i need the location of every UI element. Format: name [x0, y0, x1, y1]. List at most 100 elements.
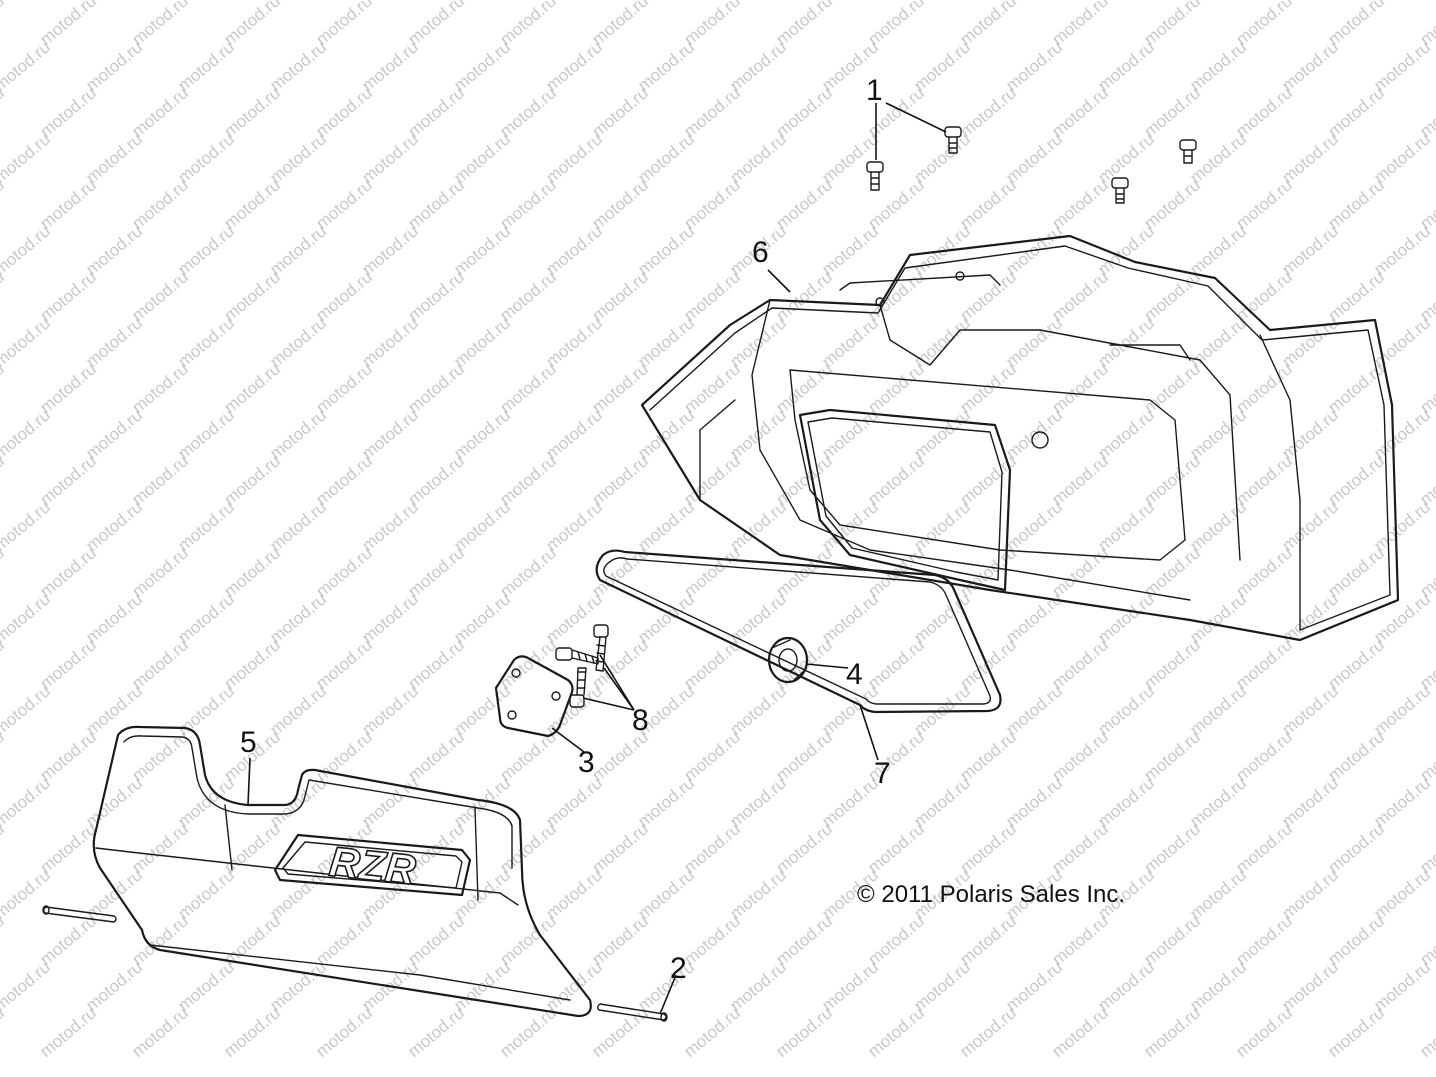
screws-8 [555, 624, 609, 708]
watermark-text: motod.ru [1278, 221, 1342, 279]
watermark-text: motod.ru [1232, 911, 1296, 969]
watermark-text: motod.ru [864, 635, 928, 693]
watermark-text: motod.ru [174, 221, 238, 279]
watermark-text: motod.ru [266, 681, 330, 739]
watermark-text: motod.ru [450, 221, 514, 279]
watermark-text: motod.ru [772, 819, 836, 877]
watermark-text: motod.ru [1324, 267, 1388, 325]
watermark-text: motod.ru [1324, 911, 1388, 969]
watermark-text: motod.ru [82, 405, 146, 463]
watermark-text: motod.ru [634, 865, 698, 923]
watermark-text: motod.ru [82, 957, 146, 1015]
watermark-text: motod.ru [1278, 957, 1342, 1015]
watermark-text: motod.ru [174, 497, 238, 555]
watermark-text: motod.ru [82, 129, 146, 187]
watermark-text: motod.ru [128, 451, 192, 509]
watermark-text: motod.ru [772, 359, 836, 417]
watermark-text: motod.ru [0, 313, 54, 371]
watermark-text: motod.ru [1278, 865, 1342, 923]
callout-5: 5 [240, 726, 257, 759]
watermark-text: motod.ru [1370, 221, 1434, 279]
watermark-text: motod.ru [128, 543, 192, 601]
watermark-text: motod.ru [726, 865, 790, 923]
watermark-text: motod.ru [726, 773, 790, 831]
watermark-text: motod.ru [450, 129, 514, 187]
screw-8a [555, 647, 599, 665]
watermark-text: motod.ru [542, 681, 606, 739]
watermark-text: motod.ru [220, 267, 284, 325]
watermark-text: motod.ru [358, 129, 422, 187]
watermark-text: motod.ru [1140, 0, 1204, 49]
watermark-text: motod.ru [1370, 681, 1434, 739]
pin-2-right [597, 1003, 668, 1022]
screw-8c [569, 667, 587, 708]
watermark-text: motod.ru [1324, 635, 1388, 693]
watermark-text: motod.ru [634, 957, 698, 1015]
watermark-text: motod.ru [542, 589, 606, 647]
watermark-text: motod.ru [174, 681, 238, 739]
watermark-text: motod.ru [680, 543, 744, 601]
watermark-text: motod.ru [1048, 911, 1112, 969]
watermark-text: motod.ru [358, 405, 422, 463]
watermark-text: motod.ru [0, 681, 54, 739]
watermark-text: motod.ru [1002, 957, 1066, 1015]
watermark-text: motod.ru [36, 635, 100, 693]
watermark-text: motod.ru [1186, 405, 1250, 463]
watermark-text: motod.ru [1140, 451, 1204, 509]
rzr-emblem: RZR [273, 833, 472, 897]
watermark-text: motod.ru [1094, 589, 1158, 647]
watermark-text: motod.ru [680, 83, 744, 141]
watermark-text: motod.ru [680, 911, 744, 969]
watermark-text: motod.ru [404, 911, 468, 969]
watermark-text: motod.ru [496, 819, 560, 877]
watermark-text: motod.ru [1140, 359, 1204, 417]
watermark-text: motod.ru [0, 405, 54, 463]
watermark-text: motod.ru [910, 405, 974, 463]
watermark-text: motod.ru [174, 589, 238, 647]
watermark-text: motod.ru [680, 727, 744, 785]
watermark-text: motod.ru [312, 0, 376, 49]
watermark-text: motod.ru [450, 589, 514, 647]
watermark-text: motod.ru [1048, 83, 1112, 141]
watermark-text: motod.ru [864, 911, 928, 969]
watermark-text: motod.ru [0, 129, 54, 187]
watermark-text: motod.ru [1278, 773, 1342, 831]
watermark-text: motod.ru [542, 957, 606, 1015]
watermark-text: motod.ru [266, 37, 330, 95]
watermark-text: motod.ru [496, 543, 560, 601]
watermark-text: motod.ru [1048, 359, 1112, 417]
watermark-text: motod.ru [1370, 589, 1434, 647]
watermark-text: motod.ru [36, 175, 100, 233]
watermark-text: motod.ru [1186, 589, 1250, 647]
watermark-text: motod.ru [358, 497, 422, 555]
watermark-text: motod.ru [1370, 129, 1434, 187]
watermark-text: motod.ru [864, 451, 928, 509]
watermark-text: motod.ru [1002, 313, 1066, 371]
watermark-text: motod.ru [680, 1003, 744, 1061]
watermark-text: motod.ru [818, 773, 882, 831]
watermark-text: motod.ru [312, 175, 376, 233]
watermark-text: motod.ru [588, 175, 652, 233]
watermark-text: motod.ru [680, 359, 744, 417]
watermark-text: motod.ru [0, 589, 54, 647]
watermark-text: motod.ru [542, 221, 606, 279]
watermark-text: motod.ru [542, 405, 606, 463]
watermark-text: motod.ru [496, 267, 560, 325]
watermark-text: motod.ru [128, 1003, 192, 1061]
watermark-text: motod.ru [358, 313, 422, 371]
watermark-text: motod.ru [542, 865, 606, 923]
watermark-text: motod.ru [82, 773, 146, 831]
watermark-text: motod.ru [956, 635, 1020, 693]
watermark-text: motod.ru [1094, 37, 1158, 95]
watermark-text: motod.ru [266, 497, 330, 555]
watermark-text: motod.ru [1232, 819, 1296, 877]
watermark-text: motod.ru [1324, 727, 1388, 785]
watermark-text: motod.ru [174, 957, 238, 1015]
watermark-text: motod.ru [1186, 497, 1250, 555]
watermark-text: motod.ru [220, 175, 284, 233]
watermark-text: motod.ru [910, 313, 974, 371]
watermark-text: motod.ru [634, 129, 698, 187]
watermark-text: motod.ru [128, 911, 192, 969]
watermark-text: motod.ru [36, 83, 100, 141]
watermark-text: motod.ru [0, 37, 54, 95]
